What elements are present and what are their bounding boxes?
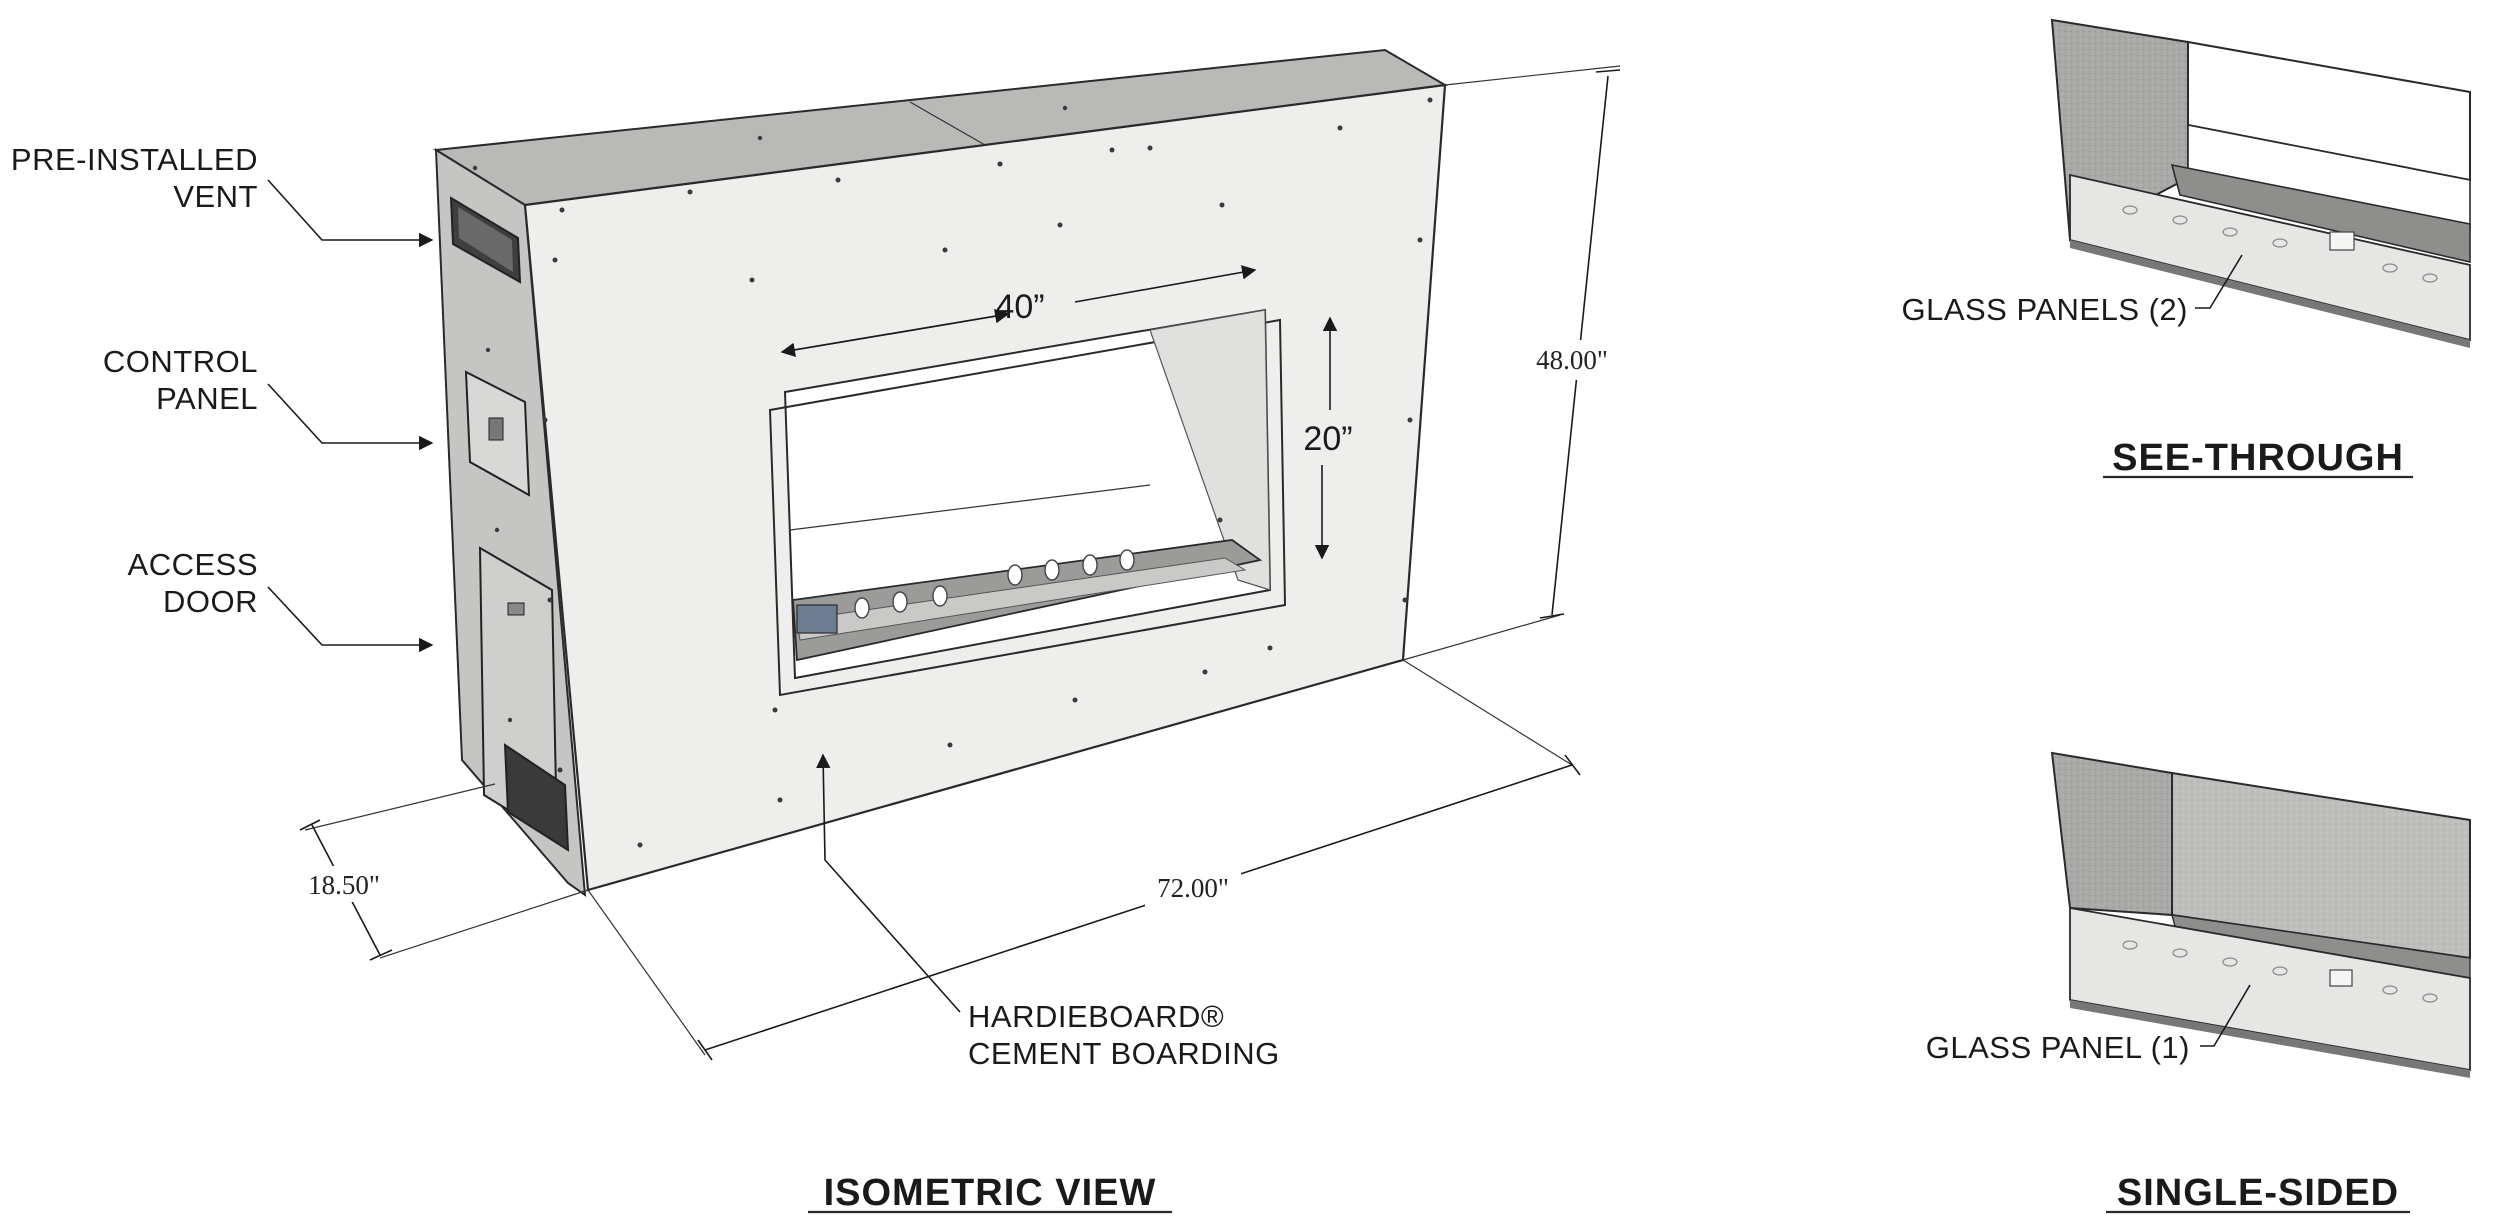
opening-width-dimension: 40” [780,265,1257,357]
board-label-line1: HARDIEBOARD® [968,999,1224,1034]
board-label-line2: CEMENT BOARDING [968,1036,1280,1071]
burner-ports [854,549,1135,619]
single-sided-detail: GLASS PANEL (1) [1926,751,2471,1078]
vent-label-line1: PRE-INSTALLED [11,142,258,177]
panel-screws [472,97,1433,848]
depth-value: 18.50" [308,870,380,900]
isometric-view-title: ISOMETRIC VIEW [824,1172,1157,1214]
width-dimension: 72.00" [587,659,1581,1061]
see-through-title: SEE-THROUGH [2112,437,2404,479]
height-dimension: 48.00" [1402,65,1621,661]
glass-panels-two-label: GLASS PANELS (2) [1901,292,2188,327]
depth-dimension: 18.50" [298,783,589,961]
access-label-line2: DOOR [163,584,258,619]
burner-block [796,604,838,634]
firebox-opening [768,308,1287,697]
control-label-line1: CONTROL [103,344,258,379]
opening-height-value: 20” [1303,420,1352,458]
lower-vent [503,743,570,852]
titles: ISOMETRIC VIEW SEE-THROUGH SINGLE-SIDED [808,437,2413,1214]
callout-vent: PRE-INSTALLED VENT [11,142,434,248]
control-label-line2: PANEL [156,381,258,416]
see-through-glass-frame [2170,163,2471,264]
access-label-line1: ACCESS [128,547,258,582]
callout-control-panel: CONTROL PANEL [103,344,434,451]
width-value: 72.00" [1157,873,1229,903]
pre-installed-vent [449,196,522,284]
isometric-enclosure [432,48,1449,898]
callout-access-door: ACCESS DOOR [128,547,434,653]
control-panel-box [464,370,531,497]
height-value: 48.00" [1536,345,1608,375]
see-through-detail: GLASS PANELS (2) [1901,18,2471,348]
vent-label-line2: VENT [173,179,258,214]
glass-panel-one-label: GLASS PANEL (1) [1926,1030,2190,1065]
single-sided-title: SINGLE-SIDED [2117,1172,2399,1214]
callout-hardieboard: HARDIEBOARD® CEMENT BOARDING [816,753,1280,1071]
opening-width-value: 40” [995,288,1044,326]
opening-height-dimension: 20” [1303,316,1353,560]
